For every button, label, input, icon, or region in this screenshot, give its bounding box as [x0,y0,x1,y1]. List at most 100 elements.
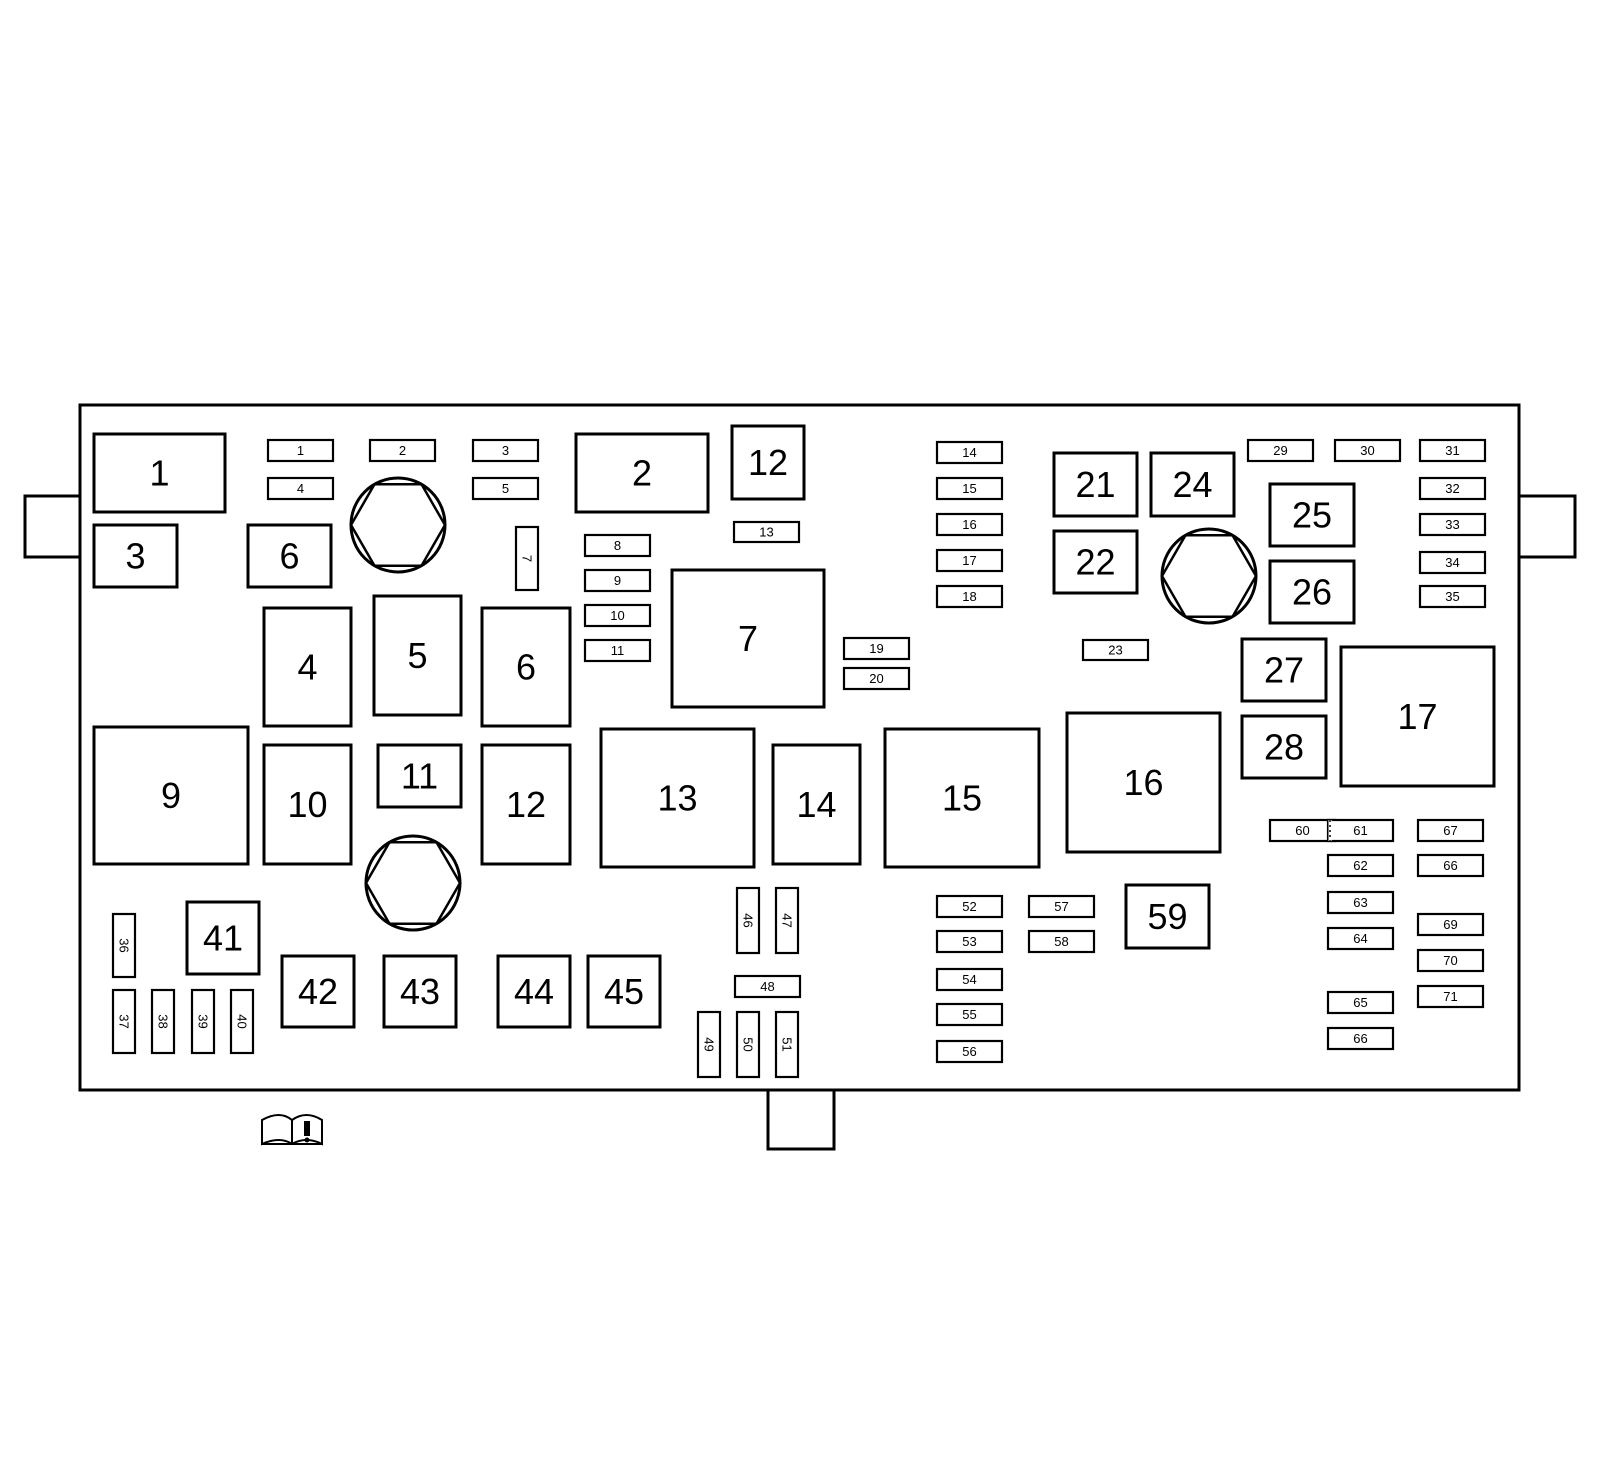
fuse-58: 58 [1027,929,1096,954]
fuse-label: 9 [614,573,621,588]
bottom-tab [766,1090,836,1151]
fuse-label: 18 [962,589,976,604]
relay-label: 1 [149,453,169,494]
fuse-9: 9 [583,568,652,593]
relay-label: 5 [407,635,427,676]
relay-label: 45 [604,971,644,1012]
fuse-label: 16 [962,517,976,532]
fuse-label: 38 [156,1014,171,1028]
fuse-label: 4 [297,481,304,496]
fuse-label: 58 [1054,934,1068,949]
relay-45: 45 [586,954,662,1029]
fuse-label: 34 [1445,555,1459,570]
fuse-18: 18 [935,584,1004,609]
fuse-66: 66 [1326,1026,1395,1051]
relay-13: 13 [599,727,756,869]
fuse-65: 65 [1326,990,1395,1015]
relay-5: 5 [372,594,463,717]
fuse-15: 15 [935,476,1004,501]
relay-3: 3 [92,523,179,589]
relay-label: 4 [297,647,317,688]
fuse-48: 48 [733,974,802,999]
relay-42: 42 [280,954,356,1029]
fuse-label: 52 [962,899,976,914]
fuse-block-housing [23,403,1577,1151]
mounting-bolt-icon [349,476,447,574]
mounting-bolts [349,476,1258,932]
relay-2: 2 [574,432,710,514]
relay-label: 15 [942,778,982,819]
relay-44: 44 [496,954,572,1029]
fuse-label: 57 [1054,899,1068,914]
fuse-label: 35 [1445,589,1459,604]
relay-label: 43 [400,971,440,1012]
fuse-label: 14 [962,445,976,460]
relay-label: 59 [1147,896,1187,937]
fuse-label: 5 [502,481,509,496]
relay-label: 9 [161,775,181,816]
relay-label: 10 [287,784,327,825]
fuse-2: 2 [368,438,437,463]
fuse-33: 33 [1418,512,1487,537]
relay-label: 27 [1264,650,1304,691]
relay-25: 25 [1268,482,1356,548]
relay-label: 25 [1292,495,1332,536]
fuse-label: 66 [1443,858,1457,873]
fuse-55: 55 [935,1002,1004,1027]
relay-label: 21 [1075,464,1115,505]
fuse-label: 10 [610,608,624,623]
fuse-label: 60 [1295,823,1309,838]
relay-label: 3 [125,536,145,577]
relay-12: 12 [480,743,572,866]
fuse-label: 20 [869,671,883,686]
fuse-label: 13 [759,525,773,540]
fuse-label: 39 [196,1014,211,1028]
fuse-46: 46 [735,886,761,955]
fuse-label: 56 [962,1044,976,1059]
relay-6: 6 [246,523,333,589]
fuse-53: 53 [935,929,1004,954]
fuse-3: 3 [471,438,540,463]
relay-9: 9 [92,725,250,866]
relay-label: 41 [203,918,243,959]
manual-book-icon [261,1114,323,1146]
fuse-11: 11 [583,638,652,663]
relay-7: 7 [670,568,826,709]
right-tab [1519,494,1577,559]
fuse-31: 31 [1418,438,1487,463]
fuse-label: 62 [1353,858,1367,873]
fuse-label: 69 [1443,917,1457,932]
relay-27: 27 [1240,637,1328,703]
fuse-67: 67 [1416,818,1485,843]
relay-label: 12 [506,784,546,825]
relay-label: 17 [1397,696,1437,737]
fuse-13: 13 [732,520,801,544]
fuse-label: 46 [741,913,756,927]
relay-label: 12 [748,442,788,483]
relay-label: 16 [1123,762,1163,803]
relay-21: 21 [1052,451,1139,518]
relay-label: 7 [738,618,758,659]
housing-outline [78,403,1521,1092]
fuse-60: 60 [1268,818,1337,843]
fuse-label: 19 [869,641,883,656]
fuse-52: 52 [935,894,1004,919]
fuse-5: 5 [471,476,540,501]
mounting-bolt-icon [364,834,462,932]
relay-43: 43 [382,954,458,1029]
relay-label: 24 [1172,464,1212,505]
fuse-label: 29 [1273,443,1287,458]
fuse-label: 1 [297,443,304,458]
fuse-label: 61 [1353,823,1367,838]
fuse-10: 10 [583,603,652,628]
fuse-49: 49 [696,1010,722,1079]
relay-14: 14 [771,743,862,866]
left-tab [23,494,80,559]
fuse-38: 38 [150,988,176,1055]
relay-label: 14 [796,784,836,825]
fuse-label: 50 [741,1037,756,1051]
fuse-69: 69 [1416,912,1485,937]
fuse-label: 2 [399,443,406,458]
fuse-70: 70 [1416,948,1485,973]
